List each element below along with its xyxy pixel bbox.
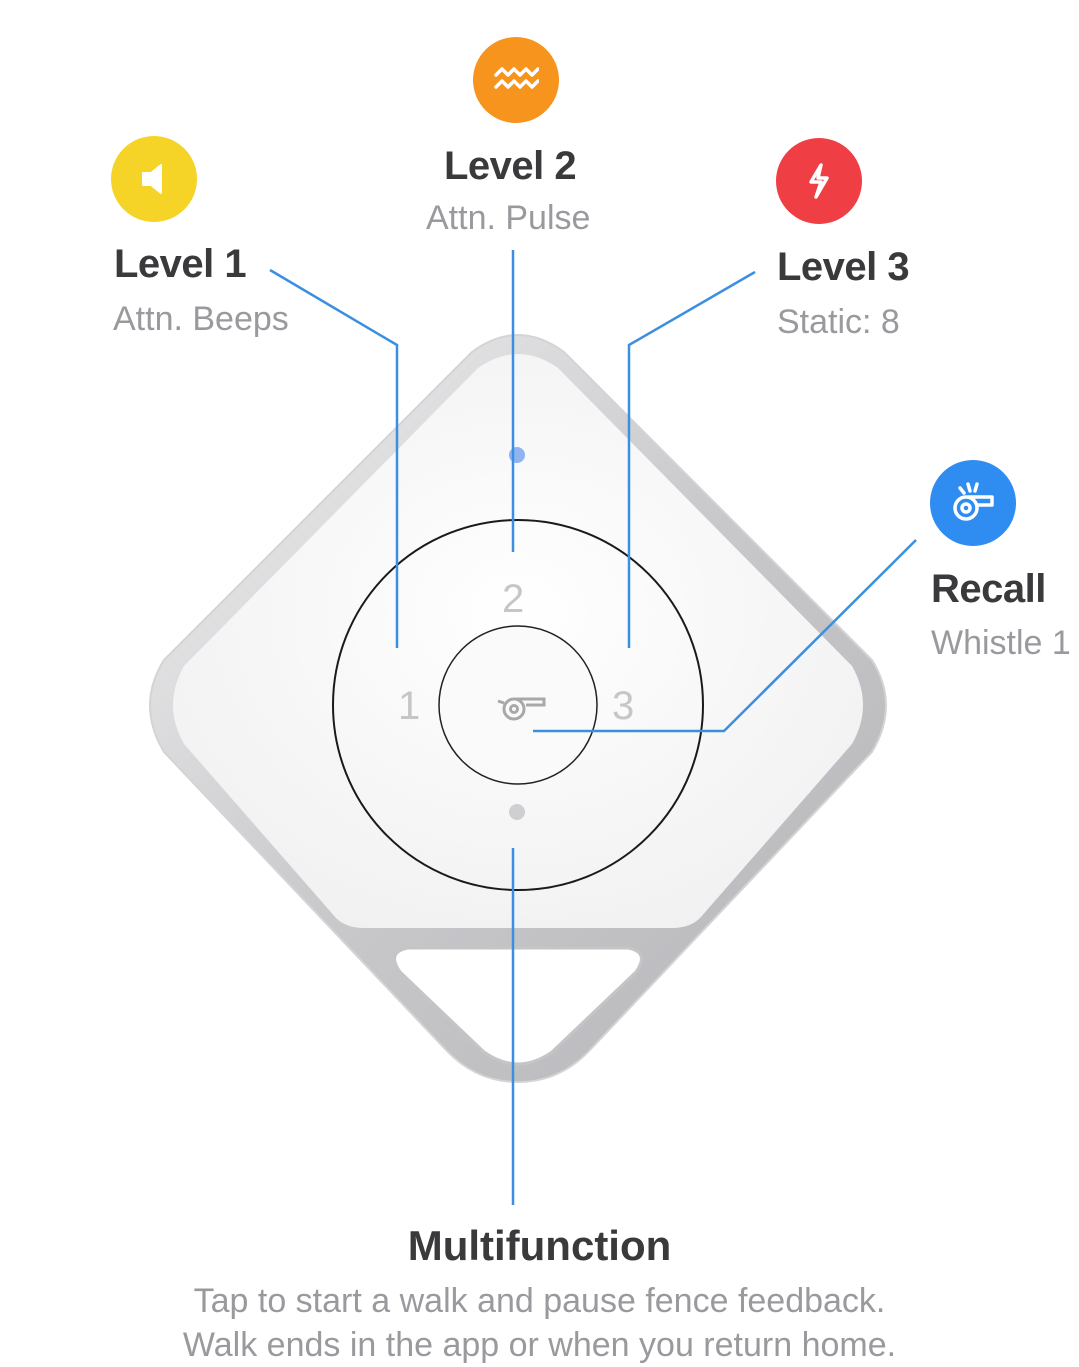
level2-subtitle: Attn. Pulse bbox=[426, 199, 591, 237]
center-whistle-icon bbox=[497, 697, 546, 721]
level3-subtitle: Static: 8 bbox=[777, 303, 900, 341]
top-led bbox=[509, 447, 525, 463]
level1-title: Level 1 bbox=[114, 242, 247, 286]
recall-title: Recall bbox=[931, 567, 1046, 611]
button-number-3[interactable]: 3 bbox=[612, 684, 635, 728]
multifunction-line1: Tap to start a walk and pause fence feed… bbox=[193, 1282, 886, 1320]
lightning-icon bbox=[809, 163, 829, 199]
level3-badge bbox=[776, 138, 862, 224]
speaker-icon bbox=[142, 164, 162, 194]
bottom-indicator-dot bbox=[509, 804, 525, 820]
level1-subtitle: Attn. Beeps bbox=[113, 300, 289, 338]
callout-line-recall bbox=[533, 539, 917, 733]
button-number-2[interactable]: 2 bbox=[502, 577, 525, 621]
callout-line-level1 bbox=[269, 268, 399, 648]
level1-badge bbox=[111, 136, 197, 222]
control-ring bbox=[332, 519, 704, 891]
recall-subtitle: Whistle 1 bbox=[931, 624, 1071, 662]
multifunction-line2: Walk ends in the app or when you return … bbox=[182, 1326, 897, 1364]
center-button[interactable] bbox=[438, 625, 598, 785]
multifunction-title: Multifunction bbox=[407, 1222, 672, 1269]
button-number-1[interactable]: 1 bbox=[398, 684, 421, 728]
level2-badge bbox=[473, 37, 559, 123]
recall-badge bbox=[930, 460, 1016, 546]
level3-title: Level 3 bbox=[777, 245, 910, 289]
callout-line-level3 bbox=[627, 270, 756, 648]
callout-lines bbox=[269, 250, 917, 1205]
whistle-icon bbox=[953, 482, 994, 521]
pulse-waves-icon bbox=[494, 67, 539, 89]
level2-title: Level 2 bbox=[444, 144, 577, 188]
lanyard-hole bbox=[393, 946, 643, 1066]
